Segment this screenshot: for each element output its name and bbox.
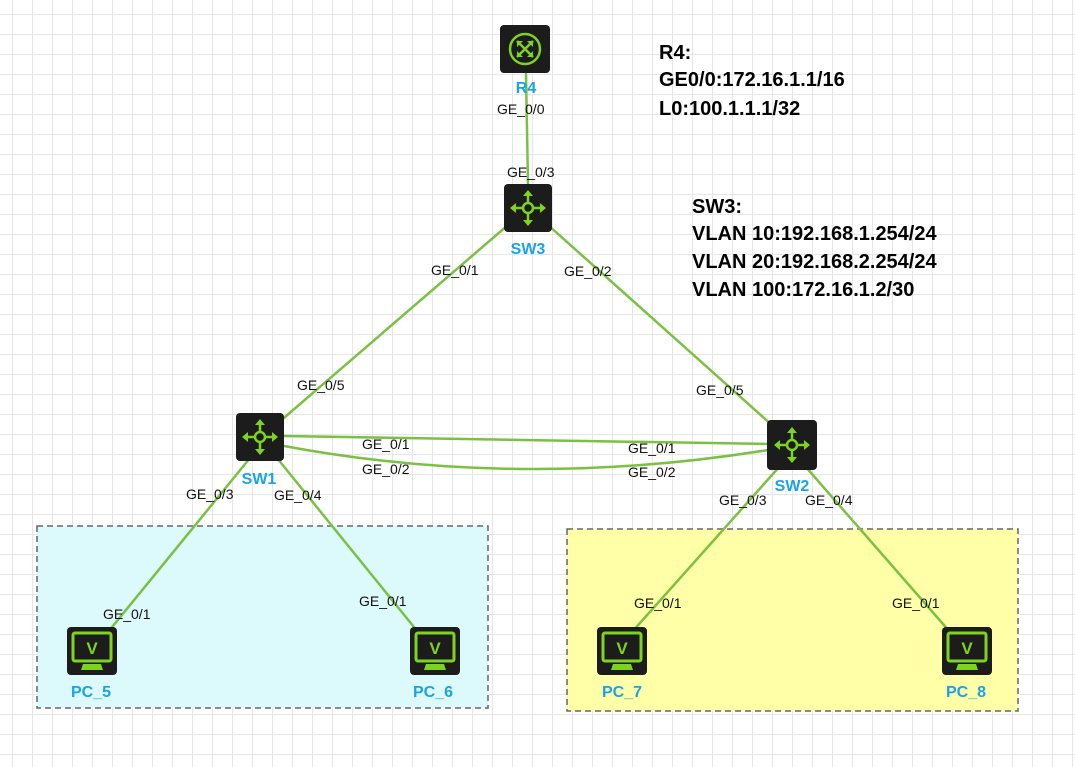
device-label-sw2: SW2 (775, 478, 810, 495)
note-sw3-line: VLAN 20:192.168.2.254/24 (692, 251, 937, 273)
link-sw2-pc8[interactable] (803, 464, 952, 634)
l3-switch-icon (510, 190, 546, 226)
port-label: GE_0/2 (362, 461, 410, 477)
link-sw3-sw1[interactable] (276, 223, 510, 425)
port-label: GE_0/1 (431, 262, 479, 278)
note-sw3-line: VLAN 10:192.168.1.254/24 (692, 223, 937, 245)
link-sw2-pc7[interactable] (630, 464, 782, 634)
port-label: GE_0/4 (805, 492, 853, 508)
port-label: GE_0/3 (507, 164, 555, 180)
pc-6[interactable]: V (410, 627, 460, 675)
port-label: GE_0/2 (564, 263, 612, 279)
pc-monitor-icon: V (71, 631, 113, 670)
pc-monitor-icon: V (414, 631, 456, 670)
svg-text:V: V (429, 639, 441, 658)
switch-sw1[interactable] (236, 413, 284, 461)
device-label-sw3: SW3 (511, 241, 546, 258)
switch-sw3[interactable] (504, 184, 552, 232)
port-label: GE_0/1 (362, 436, 410, 452)
link-sw1-sw2-1[interactable] (282, 434, 770, 446)
link-sw3-sw2[interactable] (546, 223, 775, 428)
pc-monitor-icon: V (946, 631, 988, 670)
port-label: GE_0/3 (186, 486, 234, 502)
switch-sw2[interactable] (767, 420, 817, 470)
device-label-r4: R4 (516, 80, 537, 97)
device-label-pc5: PC_5 (71, 684, 111, 701)
link-sw1-sw2-2[interactable] (282, 444, 770, 471)
port-label: GE_0/5 (696, 382, 744, 398)
router-icon (508, 32, 542, 66)
link-sw1-pc6[interactable] (275, 456, 420, 634)
port-label: GE_0/5 (297, 377, 345, 393)
zone-left (36, 525, 489, 709)
svg-text:V: V (961, 639, 973, 658)
link-r4-sw3[interactable] (524, 72, 530, 186)
port-label: GE_0/0 (497, 101, 545, 117)
svg-text:V: V (616, 639, 628, 658)
port-label: GE_0/1 (103, 606, 151, 622)
port-label: GE_0/1 (892, 595, 940, 611)
device-label-sw1: SW1 (242, 471, 277, 488)
note-r4-title: R4: (659, 42, 691, 64)
device-label-pc7: PC_7 (602, 684, 642, 701)
port-label: GE_0/4 (274, 487, 322, 503)
router-r4[interactable] (500, 25, 550, 73)
pc-5[interactable]: V (67, 627, 117, 675)
note-r4-line: L0:100.1.1.1/32 (659, 98, 800, 120)
pc-7[interactable]: V (597, 627, 647, 675)
device-label-pc8: PC_8 (946, 684, 986, 701)
port-label: GE_0/1 (634, 595, 682, 611)
port-label: GE_0/1 (359, 593, 407, 609)
note-r4-line: GE0/0:172.16.1.1/16 (659, 69, 845, 91)
link-sw1-pc5[interactable] (106, 456, 252, 634)
pc-monitor-icon: V (601, 631, 643, 670)
note-sw3-title: SW3: (692, 196, 742, 218)
port-label: GE_0/3 (719, 492, 767, 508)
note-sw3-line: VLAN 100:172.16.1.2/30 (692, 279, 914, 301)
port-label: GE_0/2 (628, 464, 676, 480)
l3-switch-icon (242, 419, 278, 455)
port-label: GE_0/1 (628, 440, 676, 456)
l3-switch-icon (774, 427, 810, 463)
device-label-pc6: PC_6 (413, 684, 453, 701)
pc-8[interactable]: V (942, 627, 992, 675)
svg-text:V: V (86, 639, 98, 658)
